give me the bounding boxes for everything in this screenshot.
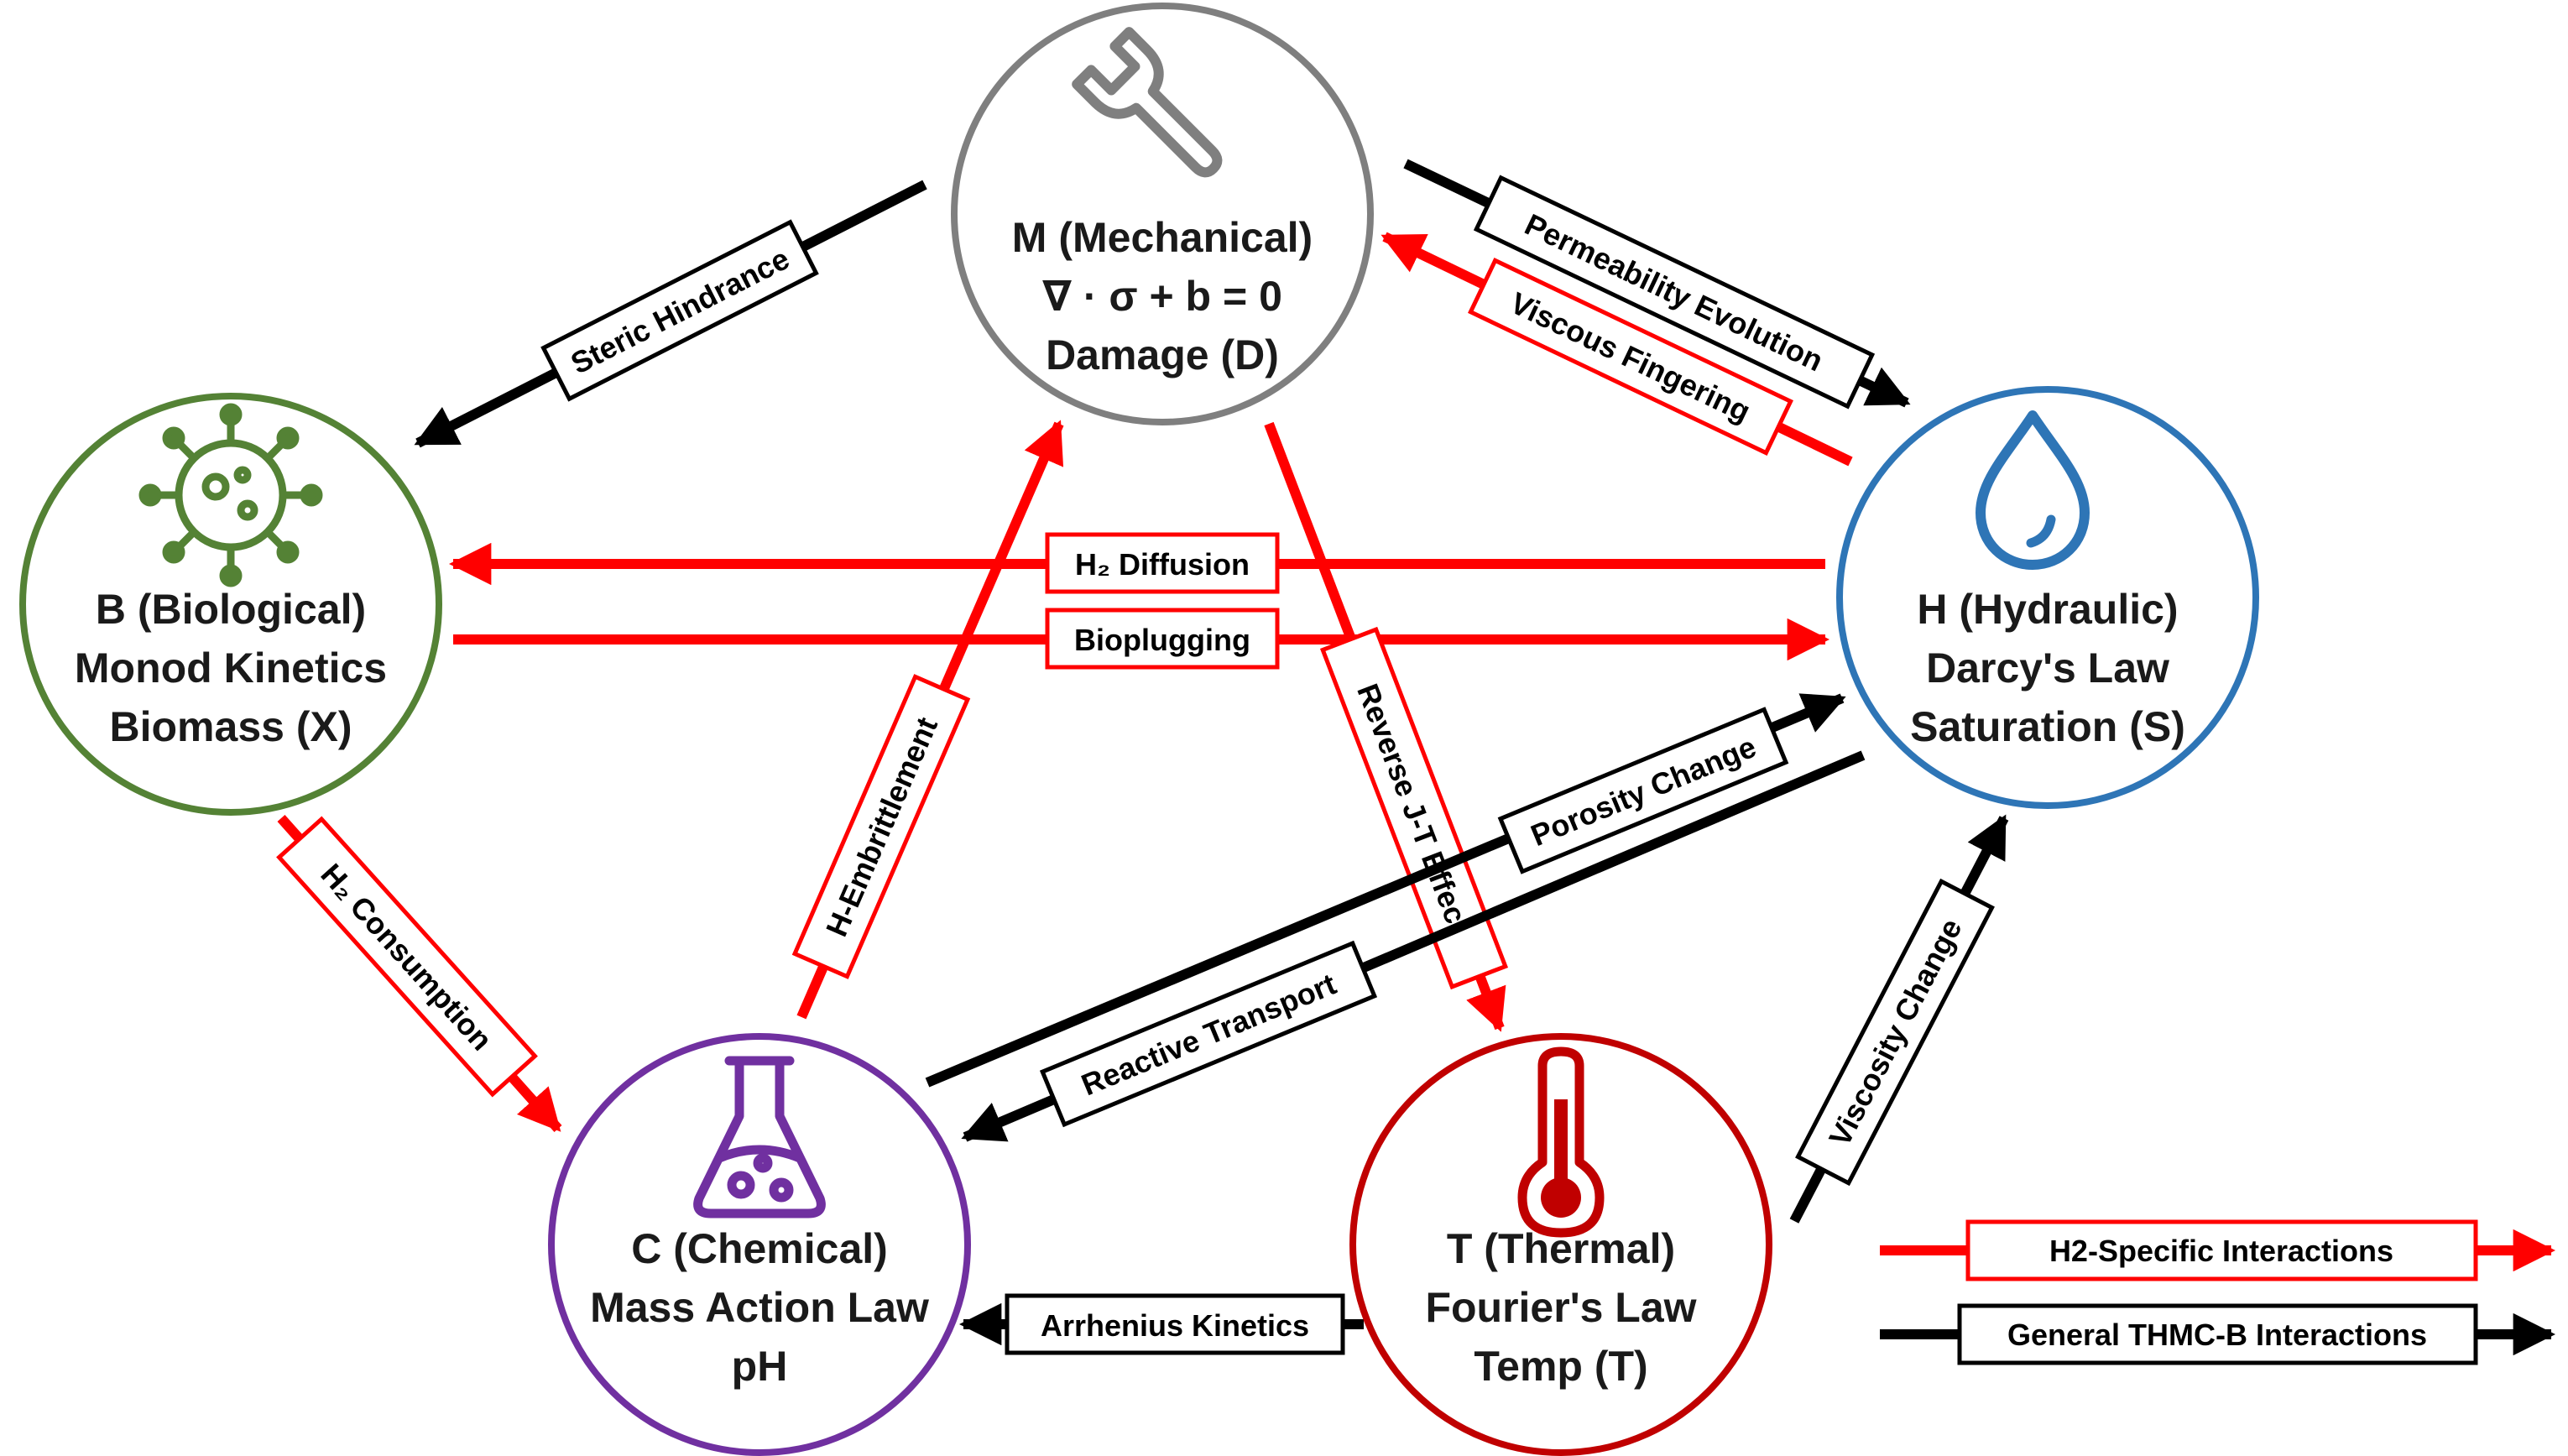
arrow-bioplugging: Bioplugging [453, 608, 1830, 670]
hydraulic-variable: Saturation (S) [1910, 703, 2185, 750]
hydraulic-law: Darcy's Law [1926, 645, 2169, 691]
label-arrhenius-kinetics: Arrhenius Kinetics [1041, 1308, 1309, 1343]
arrow-viscosity-change: Viscosity Change [1789, 814, 2009, 1224]
biological-title: B (Biological) [96, 586, 366, 633]
arrow-reverse-jt-effect: Reverse J-T Effect [1264, 421, 1509, 1032]
label-reactive-transport: Reactive Transport [1077, 967, 1341, 1103]
node-thermal: T (Thermal) Fourier's Law Temp (T) [1349, 1033, 1772, 1456]
thermal-law: Fourier's Law [1425, 1284, 1696, 1331]
chemical-title: C (Chemical) [631, 1225, 888, 1272]
thermal-title: T (Thermal) [1447, 1225, 1675, 1272]
virus-icon [138, 403, 323, 587]
mechanical-equation: ∇ · σ + b = 0 [1042, 273, 1282, 320]
arrow-h2-consumption: H₂ Consumption [276, 815, 562, 1132]
node-biological: B (Biological) Monod Kinetics Biomass (X… [19, 393, 442, 816]
label-h2-diffusion: H₂ Diffusion [1075, 547, 1250, 582]
mechanical-title: M (Mechanical) [1012, 214, 1313, 261]
arrow-h-embrittlement: H-Embrittlement [791, 420, 1064, 1020]
label-viscosity-change: Viscosity Change [1822, 913, 1969, 1152]
node-chemical: C (Chemical) Mass Action Law pH [548, 1033, 971, 1456]
arrow-steric-hindrance: Steric Hindrance [414, 180, 927, 448]
wrench-icon [1072, 27, 1223, 178]
legend-general: General THMC-B Interactions [1880, 1303, 2556, 1365]
arrow-arrhenius-kinetics: Arrhenius Kinetics [958, 1293, 1364, 1355]
legend-general-label: General THMC-B Interactions [2007, 1318, 2427, 1352]
flask-icon [693, 1056, 826, 1219]
thermal-variable: Temp (T) [1474, 1343, 1647, 1390]
label-h2-consumption: H₂ Consumption [314, 857, 498, 1057]
node-hydraulic: H (Hydraulic) Darcy's Law Saturation (S) [1836, 386, 2259, 809]
thermometer-icon [1517, 1046, 1605, 1238]
water-drop-icon [1976, 410, 2090, 570]
label-h-embrittlement: H-Embrittlement [819, 712, 944, 942]
node-mechanical: M (Mechanical) ∇ · σ + b = 0 Damage (D) [951, 3, 1374, 425]
chemical-law: Mass Action Law [590, 1284, 929, 1331]
chemical-variable: pH [732, 1343, 788, 1390]
legend-h2-specific-label: H2-Specific Interactions [2049, 1234, 2393, 1268]
arrow-h2-diffusion: H₂ Diffusion [448, 532, 1825, 594]
legend: H2-Specific Interactions General THMC-B … [1880, 1219, 2556, 1365]
mechanical-variable: Damage (D) [1046, 331, 1279, 378]
label-porosity-change: Porosity Change [1526, 729, 1761, 853]
biological-law: Monod Kinetics [75, 645, 387, 691]
hydraulic-title: H (Hydraulic) [1917, 586, 2178, 633]
biological-variable: Biomass (X) [110, 703, 352, 750]
label-bioplugging: Bioplugging [1074, 623, 1250, 657]
legend-h2-specific: H2-Specific Interactions [1880, 1219, 2556, 1281]
label-steric-hindrance: Steric Hindrance [565, 241, 795, 380]
